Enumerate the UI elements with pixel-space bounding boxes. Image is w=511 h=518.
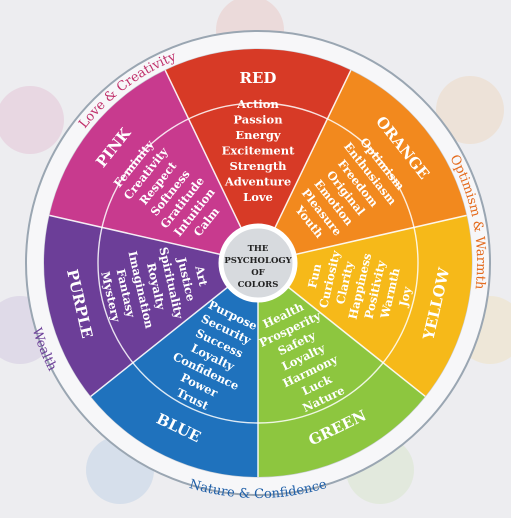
segment-green <box>258 263 426 477</box>
segment-blue <box>90 263 258 477</box>
segment-word: Excitement <box>222 144 295 158</box>
segment-word: Action <box>236 97 279 111</box>
segment-text-red: RED ActionPassionEnergyExcitementStrength… <box>222 69 295 204</box>
center-circle <box>218 223 298 303</box>
segment-title-red: RED <box>240 69 277 87</box>
inner-divider-ring <box>97 102 419 424</box>
segment-red <box>165 49 351 264</box>
segment-word: Love <box>243 190 273 204</box>
segment-word: Passion <box>233 113 283 127</box>
segment-word: Joy <box>396 285 414 309</box>
segment-word: Art <box>192 263 211 288</box>
segment-pink <box>49 70 259 264</box>
segment-orange <box>258 70 467 264</box>
center-line-4: COLORS <box>238 280 279 290</box>
segment-word: Adventure <box>224 175 291 189</box>
paint-splash <box>0 86 64 154</box>
segment-word: Energy <box>235 128 281 142</box>
segment-word: Strength <box>229 159 287 173</box>
paint-splash <box>436 76 504 144</box>
center-line-1: THE <box>248 244 269 254</box>
center-badge: THE PSYCHOLOGY OF COLORS <box>218 223 298 303</box>
center-line-3: OF <box>251 268 264 278</box>
segment-word: Fun <box>305 262 324 290</box>
center-line-2: PSYCHOLOGY <box>224 256 292 266</box>
segment-text-pink: PINKFeminityCreativityRespectSoftnessGra… <box>92 124 222 239</box>
